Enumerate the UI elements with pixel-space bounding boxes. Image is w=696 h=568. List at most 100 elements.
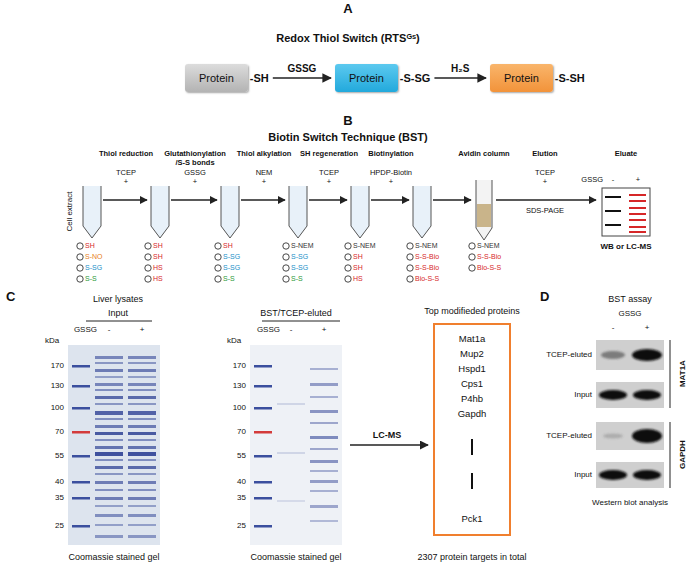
avidin-beads xyxy=(477,204,491,227)
thiol-state: S-SG xyxy=(85,264,102,272)
western-blot xyxy=(596,382,664,408)
protein-circle xyxy=(215,276,221,282)
step-label: Glutathionylation /S-S bonds xyxy=(159,150,231,167)
blot-label: TCEP-eluted xyxy=(546,350,592,359)
gel-band xyxy=(629,213,646,215)
protein-circle xyxy=(469,254,475,260)
protein-circle xyxy=(469,243,475,249)
protein-circle xyxy=(283,254,289,260)
thiol-state: HS xyxy=(153,275,163,283)
protein-circle xyxy=(283,265,289,271)
reagent-plus: + xyxy=(193,178,197,187)
gel-band xyxy=(629,207,646,209)
protein-circle xyxy=(145,276,151,282)
panel-letter: C xyxy=(6,290,15,305)
marker-size: 100 xyxy=(233,403,246,412)
thiol-suffix: -SH xyxy=(250,72,269,84)
gel-band xyxy=(95,459,123,461)
step-label: Elution xyxy=(532,150,557,159)
reagent-label: TCEP xyxy=(535,169,555,178)
blot-band xyxy=(599,470,627,480)
gel-band xyxy=(629,200,646,202)
marker-size: 35 xyxy=(237,493,246,502)
gel-band xyxy=(310,480,338,483)
blot-band xyxy=(603,434,623,439)
marker-size: 55 xyxy=(55,451,64,460)
gel-band xyxy=(605,224,621,226)
method-label: WB or LC-MS xyxy=(600,242,651,251)
thiol-state: S-S-Bio xyxy=(415,264,439,272)
gel-band xyxy=(310,520,338,522)
gel-band xyxy=(310,410,338,413)
lane-label: - xyxy=(108,325,111,334)
tube xyxy=(83,186,101,238)
gel-band xyxy=(95,383,123,386)
gel-band xyxy=(95,432,123,435)
gel-band xyxy=(95,535,123,538)
eluate-gel xyxy=(602,188,650,236)
marker-size: 70 xyxy=(237,427,246,436)
lane-label: GSSG xyxy=(74,325,97,334)
gel-band xyxy=(310,490,338,492)
sample-lane xyxy=(95,356,123,538)
marker-band xyxy=(72,481,90,484)
gel-band xyxy=(95,439,123,441)
lcms-arrow xyxy=(350,444,428,446)
thiol-state: Bio-S-S xyxy=(415,275,439,283)
thiol-suffix: -S-SG xyxy=(400,72,431,84)
panel-letter: A xyxy=(343,2,352,17)
marker-size: 35 xyxy=(55,493,64,502)
panel-title: Redox Thiol Switch (RTSᴳˢ) xyxy=(276,32,419,45)
thiol-state: S-S xyxy=(291,275,303,283)
lane-label: + xyxy=(140,325,145,334)
thiol-state: S-SG xyxy=(223,264,240,272)
gel-band xyxy=(629,219,646,221)
gel-band xyxy=(629,231,646,233)
protein-circle xyxy=(145,243,151,249)
step-arrow xyxy=(103,199,147,200)
marker-size: 25 xyxy=(55,521,64,530)
sample-label: Input xyxy=(108,308,128,318)
lane-label: - xyxy=(290,325,293,334)
marker-size: 55 xyxy=(237,451,246,460)
tube xyxy=(221,186,239,238)
thiol-state: Bio-S-S xyxy=(477,264,501,272)
assay-title: BST assay xyxy=(608,294,651,304)
thiol-state: SH xyxy=(153,242,163,250)
sample-label: BST/TCEP-eluted xyxy=(260,308,332,318)
marker-band xyxy=(72,385,90,388)
step-label: SH regeneration xyxy=(300,150,358,159)
reaction-arrow xyxy=(273,77,331,79)
protein-circle xyxy=(77,254,83,260)
marker-size: 130 xyxy=(51,381,64,390)
marker-size: 25 xyxy=(237,521,246,530)
gel-band xyxy=(95,389,123,391)
reagent-label: TCEP xyxy=(319,169,339,178)
sample-label: Liver lysates xyxy=(93,294,143,304)
gel-caption: Coomassie stained gel xyxy=(68,552,159,562)
lane-label: + xyxy=(322,325,327,334)
gel-band xyxy=(310,383,338,386)
step-arrow xyxy=(309,199,347,200)
marker-band xyxy=(72,525,90,528)
marker-size: 170 xyxy=(233,361,246,370)
thiol-state: S-NEM xyxy=(415,242,438,250)
protein-circle xyxy=(407,254,413,260)
blot-band xyxy=(633,470,661,480)
step-arrow xyxy=(241,199,285,200)
protein-name: Mup2 xyxy=(435,346,509,361)
protein-box: Protein xyxy=(490,64,553,92)
protein-name: Mat1a xyxy=(435,331,509,346)
lane-label: - xyxy=(612,176,615,185)
gel-band xyxy=(310,368,338,370)
marker-band xyxy=(72,407,90,410)
lane-label: GSSG xyxy=(618,309,641,318)
reagent-label: NEM xyxy=(256,169,273,178)
thiol-state: S-NO xyxy=(85,253,103,261)
gel-band xyxy=(310,422,338,424)
thiol-state: SH xyxy=(153,253,163,261)
protein-name: Gapdh xyxy=(435,406,509,421)
gel-band xyxy=(629,194,646,196)
blot-band xyxy=(632,349,662,361)
